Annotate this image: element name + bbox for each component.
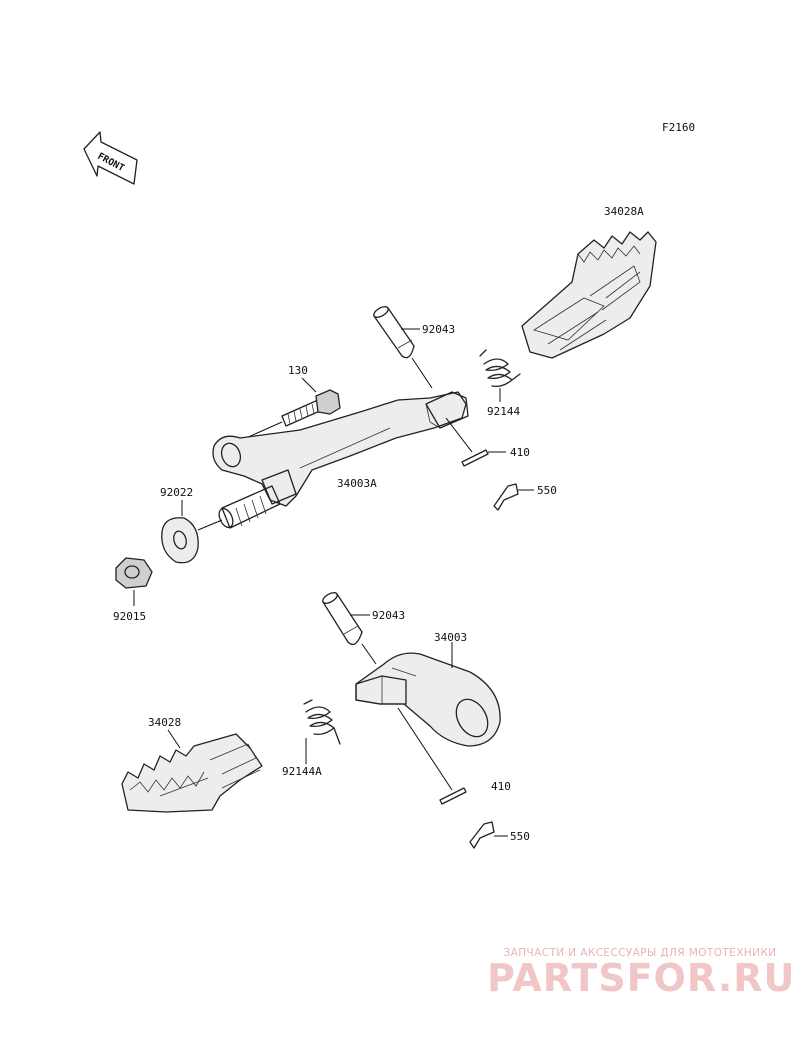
washer-92022 xyxy=(161,500,223,564)
callout-410-bottom: 410 xyxy=(491,780,511,793)
callout-34003: 34003 xyxy=(434,631,467,644)
front-arrow-icon: FRONT xyxy=(83,131,138,185)
footpeg-34028A xyxy=(521,231,657,359)
clip-550-bottom xyxy=(469,821,508,849)
callout-34003A: 34003A xyxy=(337,477,377,490)
footpeg-34028 xyxy=(121,729,263,813)
bolt-130 xyxy=(245,377,341,439)
brake-pedal-34003A xyxy=(212,391,469,529)
callout-130: 130 xyxy=(288,364,308,377)
callout-550-top: 550 xyxy=(537,484,557,497)
pin-92043-top xyxy=(373,306,433,389)
callout-550-bottom: 550 xyxy=(510,830,530,843)
figure-code: F2160 xyxy=(662,121,695,134)
callout-92144: 92144 xyxy=(487,405,520,418)
bracket-34003 xyxy=(355,642,501,791)
callout-34028A: 34028A xyxy=(604,205,644,218)
front-label: FRONT xyxy=(96,151,127,174)
cotter-pin-410-top xyxy=(445,417,506,467)
callout-92043-top: 92043 xyxy=(422,323,455,336)
clip-550-top xyxy=(493,483,534,511)
watermark-logo: PARTSFOR.RU xyxy=(487,956,796,1000)
callout-92144A: 92144A xyxy=(282,765,322,778)
callout-92043-bottom: 92043 xyxy=(372,609,405,622)
callout-92022: 92022 xyxy=(160,486,193,499)
callout-410-top: 410 xyxy=(510,446,530,459)
nut-92015 xyxy=(115,557,153,606)
spring-92144 xyxy=(479,349,521,402)
cotter-pin-410-bottom xyxy=(439,787,467,805)
spring-92144A xyxy=(303,699,341,764)
watermark-tagline: ЗАПЧАСТИ И АКСЕССУАРЫ ДЛЯ МОТОТЕХНИКИ xyxy=(503,947,777,959)
pin-92043-bottom xyxy=(322,592,377,665)
callout-92015: 92015 xyxy=(113,610,146,623)
callout-34028: 34028 xyxy=(148,716,181,729)
